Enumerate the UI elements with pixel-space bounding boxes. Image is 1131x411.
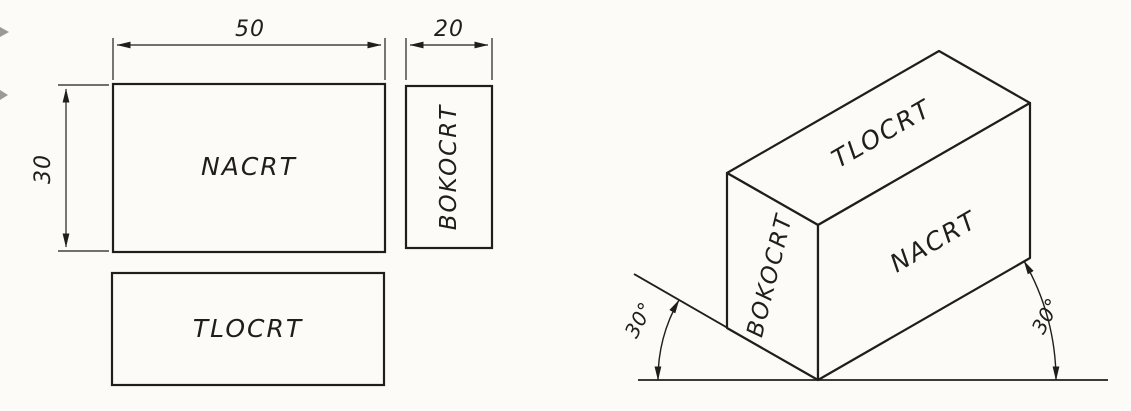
iso-front-face [816,101,1032,382]
right-angle-value: 30° [1027,294,1066,338]
scan-artifact [0,90,8,100]
height-dimension-value: 30 [31,154,56,184]
front-view: NACRT [111,82,387,254]
isometric-view: 30° 30° TLOCRT NACRT BOKOCRT [620,49,1108,382]
width-dimension: 50 [112,17,386,80]
left-angle-arc [654,299,680,381]
front-view-outline [111,82,387,254]
left-angle-value: 30° [620,298,659,342]
scan-artifact [0,27,9,37]
width-dimension-value: 50 [235,17,265,42]
top-view-label: TLOCRT [193,314,303,343]
orthographic-views: 50 20 30 NACRT [31,17,494,387]
side-view-outline [404,84,494,250]
side-view-label: BOKOCRT [436,104,462,231]
right-angle-arc [1023,260,1060,381]
side-view: BOKOCRT [404,84,494,250]
top-view-outline [110,271,386,387]
top-view: TLOCRT [110,271,386,387]
front-view-label: NACRT [201,152,297,181]
depth-dimension: 20 [405,17,493,80]
height-dimension: 30 [31,84,109,252]
depth-dimension-value: 20 [434,17,464,42]
